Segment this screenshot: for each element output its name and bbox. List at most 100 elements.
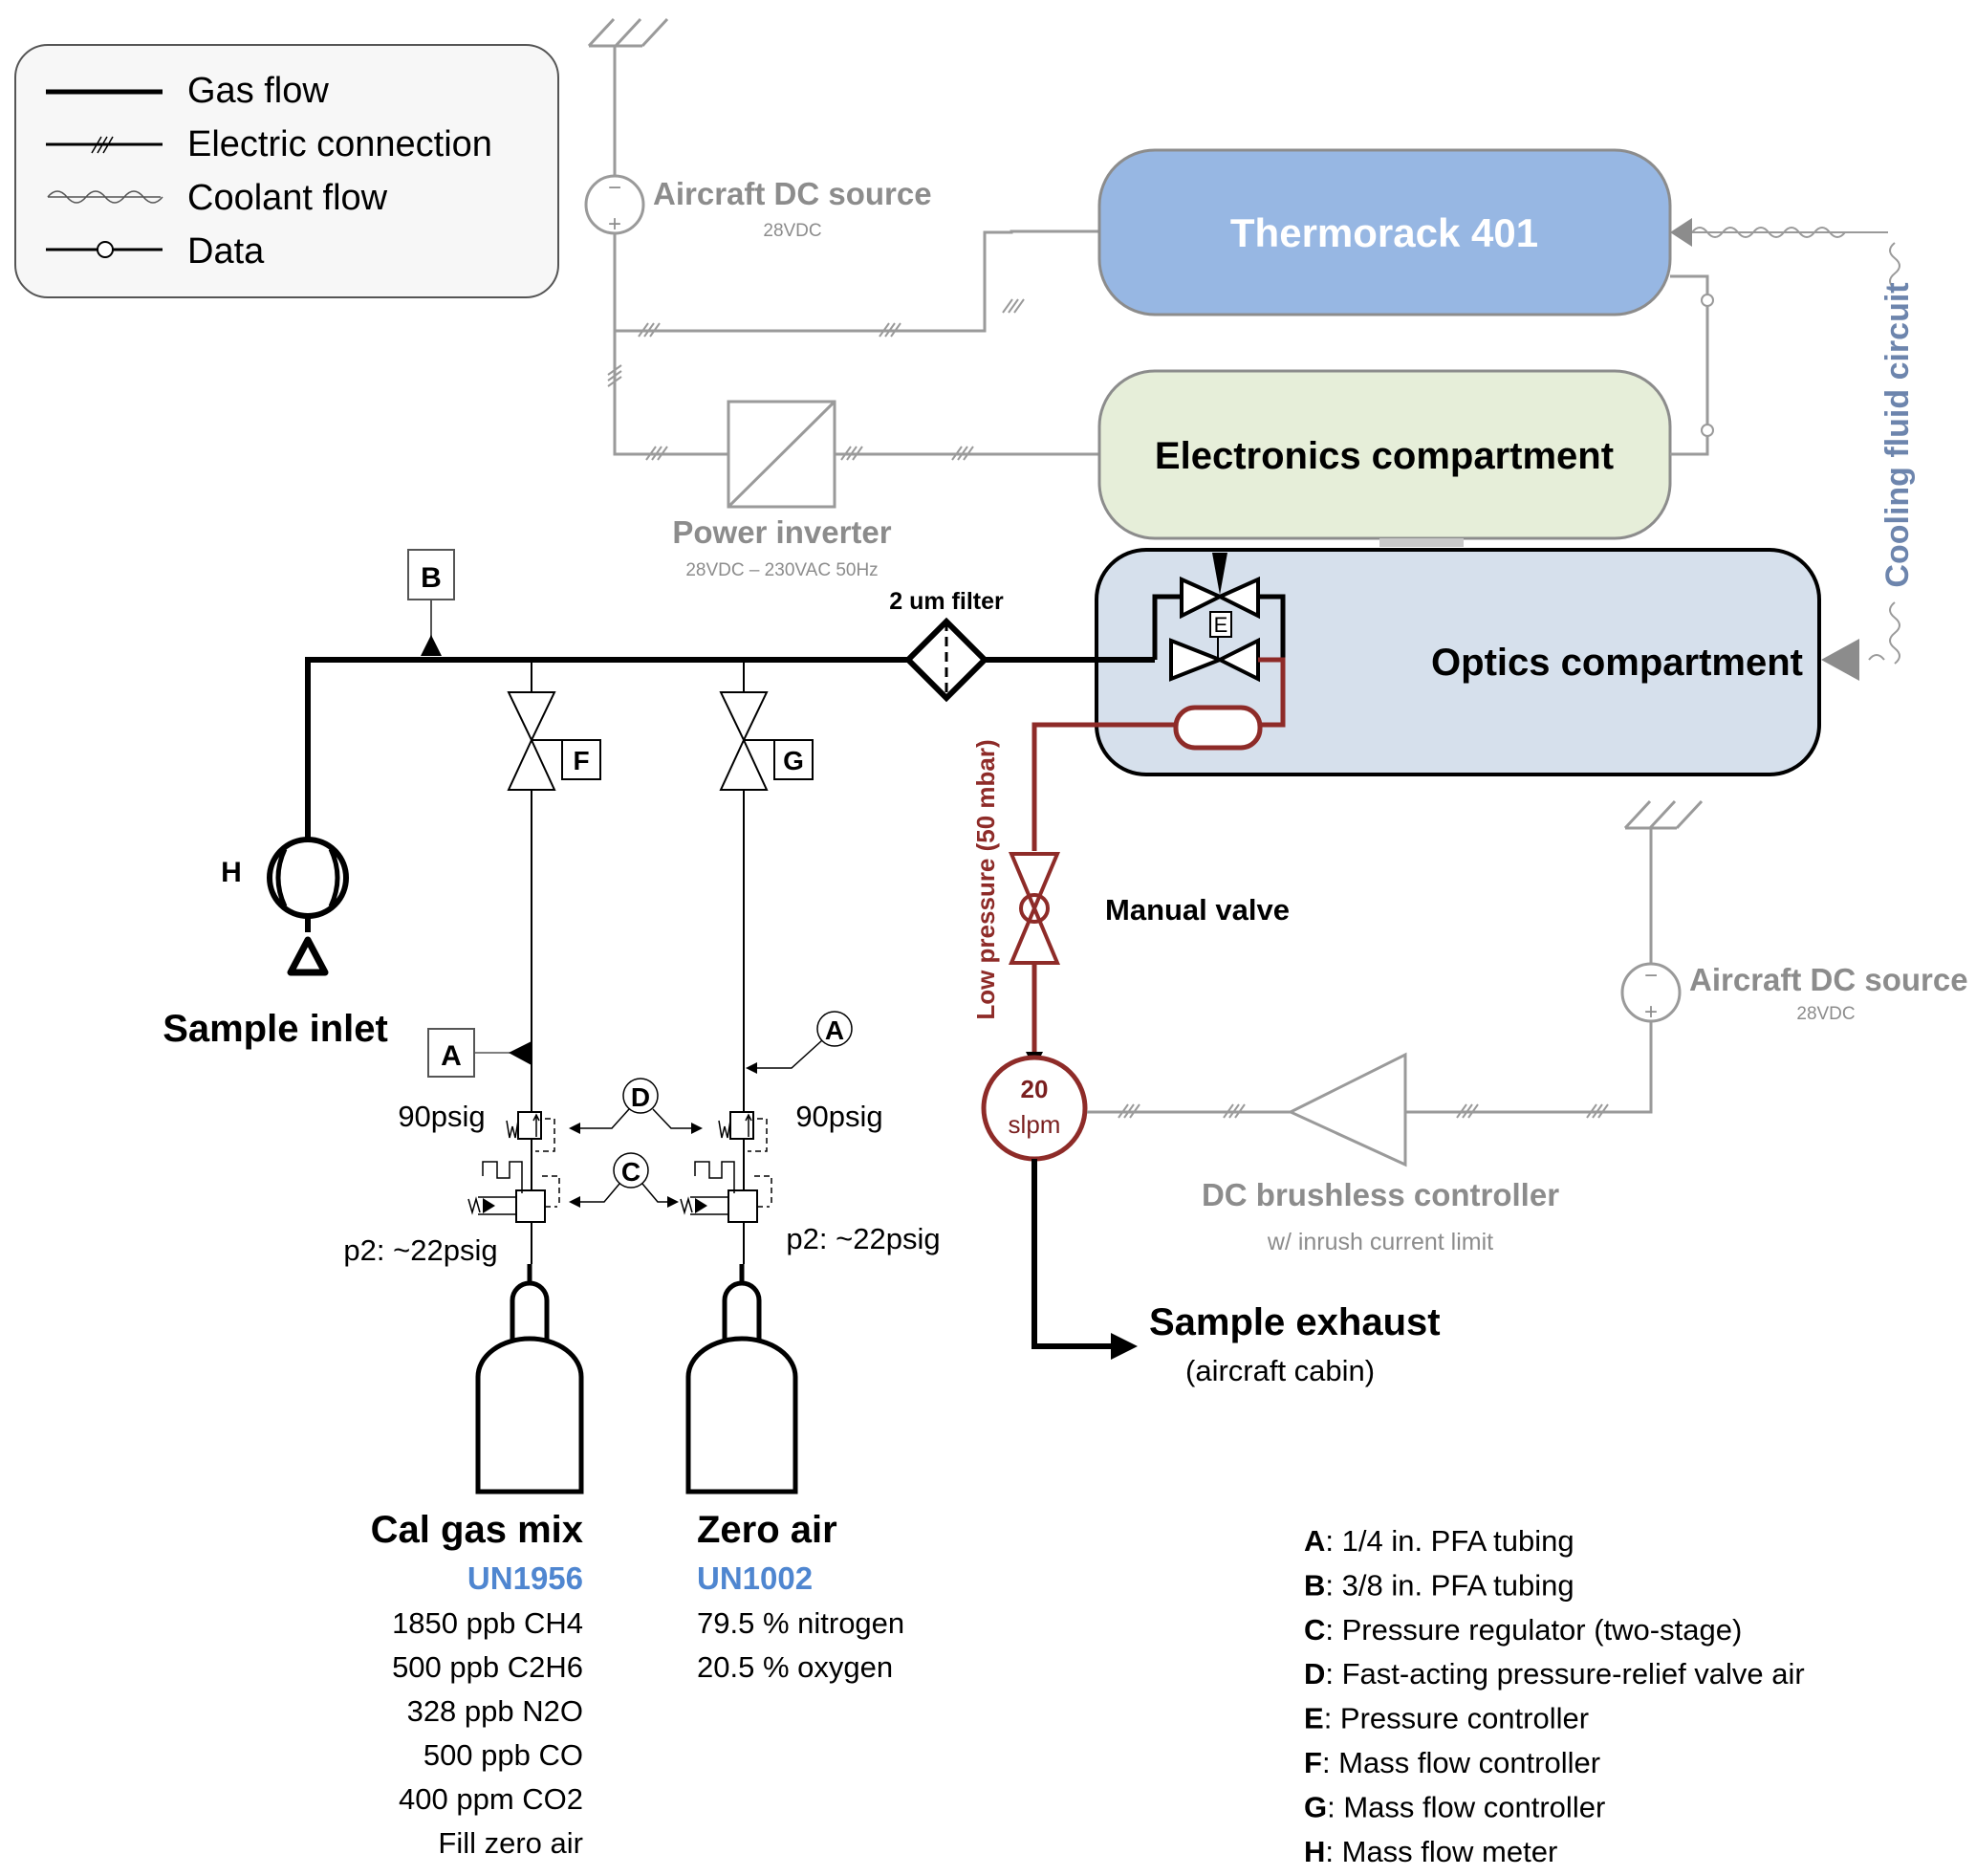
data-link	[1670, 274, 1714, 456]
tag-c-circle	[613, 1152, 649, 1189]
tag-a-letter: A	[441, 1040, 462, 1072]
data-node-icon	[1701, 294, 1714, 307]
cal-gas-cylinder-icon	[475, 1336, 584, 1494]
regulators: D C 90psig 90psig p2: ~22psig p2: ~22psi…	[343, 1078, 941, 1281]
key-description: : Mass flow meter	[1325, 1835, 1557, 1868]
cal-gas-title: Cal gas mix	[371, 1509, 583, 1551]
tag-f-letter: F	[573, 746, 589, 775]
key-item: H: Mass flow meter	[1304, 1835, 1557, 1868]
dc-source-bottom-subtitle: 28VDC	[1796, 1004, 1855, 1024]
mass-flow-meter-h: H Sample inlet	[163, 837, 388, 1050]
pointer-arrow-icon	[746, 1062, 757, 1074]
electronics-label: Electronics compartment	[1155, 435, 1614, 477]
main-gas-line: 2 um filter B	[305, 549, 1155, 872]
tag-d-circle	[622, 1078, 659, 1114]
tag-g-letter: G	[783, 746, 804, 775]
filter-label: 2 um filter	[889, 588, 1004, 615]
minus-sign: −	[608, 175, 621, 201]
tag-h-letter: H	[221, 857, 242, 888]
key-description: : Mass flow controller	[1322, 1746, 1600, 1779]
legend-label: Gas flow	[187, 71, 329, 111]
optics-compartment: Optics compartment	[1095, 548, 1821, 776]
key-item: D: Fast-acting pressure-relief valve air	[1304, 1657, 1805, 1691]
optical-cell-icon	[1173, 705, 1263, 751]
data-node-icon	[1701, 424, 1714, 437]
legend: Gas flow Electric connection Coolant flo…	[14, 44, 559, 298]
right-relief-pressure: 90psig	[795, 1100, 882, 1133]
component-key: A: 1/4 in. PFA tubing B: 3/8 in. PFA tubi…	[1304, 1524, 1805, 1868]
connector-bar	[1379, 538, 1464, 547]
pointer-arrow-icon	[509, 1041, 532, 1065]
legend-box	[14, 44, 559, 298]
key-description: : 1/4 in. PFA tubing	[1325, 1524, 1574, 1558]
ground-icon	[1623, 799, 1704, 830]
power-inverter-title: Power inverter	[672, 514, 891, 550]
key-letter: G	[1304, 1790, 1327, 1823]
cal-gas-line: 400 ppm CO2	[399, 1782, 583, 1816]
key-description: : Pressure regulator (two-stage)	[1325, 1613, 1742, 1647]
manual-valve-icon	[1008, 852, 1061, 965]
pump-flow-value: 20	[1021, 1075, 1049, 1103]
key-letter: E	[1304, 1702, 1324, 1735]
key-item: A: 1/4 in. PFA tubing	[1304, 1524, 1574, 1558]
cal-gas-line: Fill zero air	[438, 1826, 583, 1860]
key-item: C: Pressure regulator (two-stage)	[1304, 1613, 1742, 1647]
dc-source-top-title: Aircraft DC source	[653, 176, 932, 211]
zero-air-un: UN1002	[697, 1560, 813, 1596]
left-outlet-pressure: p2: ~22psig	[343, 1233, 497, 1267]
cal-gas-line: 328 ppb N2O	[407, 1694, 583, 1728]
pressure-controller-e: E	[1031, 553, 1286, 851]
tag-e	[1209, 611, 1232, 638]
zero-branch: G A	[719, 660, 853, 1264]
dc-source-bottom-title: Aircraft DC source	[1689, 962, 1968, 997]
legend-data-symbol	[46, 241, 163, 258]
key-description: : 3/8 in. PFA tubing	[1325, 1568, 1574, 1602]
pump-icon	[981, 1055, 1088, 1162]
tag-a-circle	[816, 1011, 853, 1047]
inlet-icon	[287, 936, 329, 976]
zero-air-info: Zero air UN1002 79.5 % nitrogen 20.5 % o…	[697, 1509, 904, 1684]
key-description: : Fast-acting pressure-relief valve air	[1325, 1657, 1804, 1691]
cal-gas-line: 1850 ppb CH4	[392, 1606, 583, 1640]
cal-gas-line: 500 ppb C2H6	[392, 1650, 583, 1684]
tag-b-letter: B	[421, 562, 442, 594]
dc-controller-subtitle: w/ inrush current limit	[1267, 1229, 1493, 1255]
thermorack-label: Thermorack 401	[1230, 210, 1538, 255]
key-item: G: Mass flow controller	[1304, 1790, 1605, 1823]
legend-label: Data	[187, 231, 265, 272]
cooling-circuit-label: Cooling fluid circuit	[1879, 282, 1916, 587]
top-power-system: − + Aircraft DC source 28VDC Power inver…	[584, 17, 1099, 580]
tag-e-letter: E	[1214, 613, 1228, 637]
optics-label: Optics compartment	[1431, 642, 1803, 684]
cal-gas-line: 500 ppb CO	[423, 1738, 583, 1772]
legend-label: Electric connection	[187, 124, 492, 164]
zero-air-line: 20.5 % oxygen	[697, 1650, 893, 1684]
zero-air-line: 79.5 % nitrogen	[697, 1606, 904, 1640]
tag-g	[773, 739, 814, 780]
sample-exhaust-sub: (aircraft cabin)	[1185, 1354, 1375, 1387]
ground-icon	[587, 17, 669, 48]
thermorack: Thermorack 401	[1097, 148, 1672, 316]
zero-air-title: Zero air	[697, 1509, 837, 1551]
key-item: B: 3/8 in. PFA tubing	[1304, 1568, 1574, 1602]
bottom-power-system: − + Aircraft DC source 28VDC DC brushles…	[1087, 799, 1968, 1255]
valve-icon	[1169, 637, 1260, 683]
plus-sign: +	[1644, 999, 1658, 1025]
cylinders	[475, 1280, 798, 1494]
coolant-arrow-icon	[1821, 639, 1859, 681]
power-inverter-subtitle: 28VDC – 230VAC 50Hz	[685, 560, 878, 580]
key-item: E: Pressure controller	[1304, 1702, 1589, 1735]
key-item: F: Mass flow controller	[1304, 1746, 1600, 1779]
cal-gas-info: Cal gas mix UN1956 1850 ppb CH4 500 ppb …	[371, 1509, 583, 1860]
key-letter: A	[1304, 1524, 1325, 1558]
minus-sign: −	[1644, 963, 1658, 989]
legend-coolant-symbol	[47, 190, 163, 204]
right-outlet-pressure: p2: ~22psig	[786, 1222, 940, 1255]
cal-branch: F A	[427, 660, 601, 1264]
zero-air-cylinder-icon	[685, 1336, 798, 1494]
pressure-regulator-icon	[515, 1189, 546, 1223]
tag-d-letter: D	[631, 1082, 650, 1112]
exhaust-arrow-icon	[1111, 1333, 1138, 1360]
valve-icon	[1180, 576, 1260, 620]
